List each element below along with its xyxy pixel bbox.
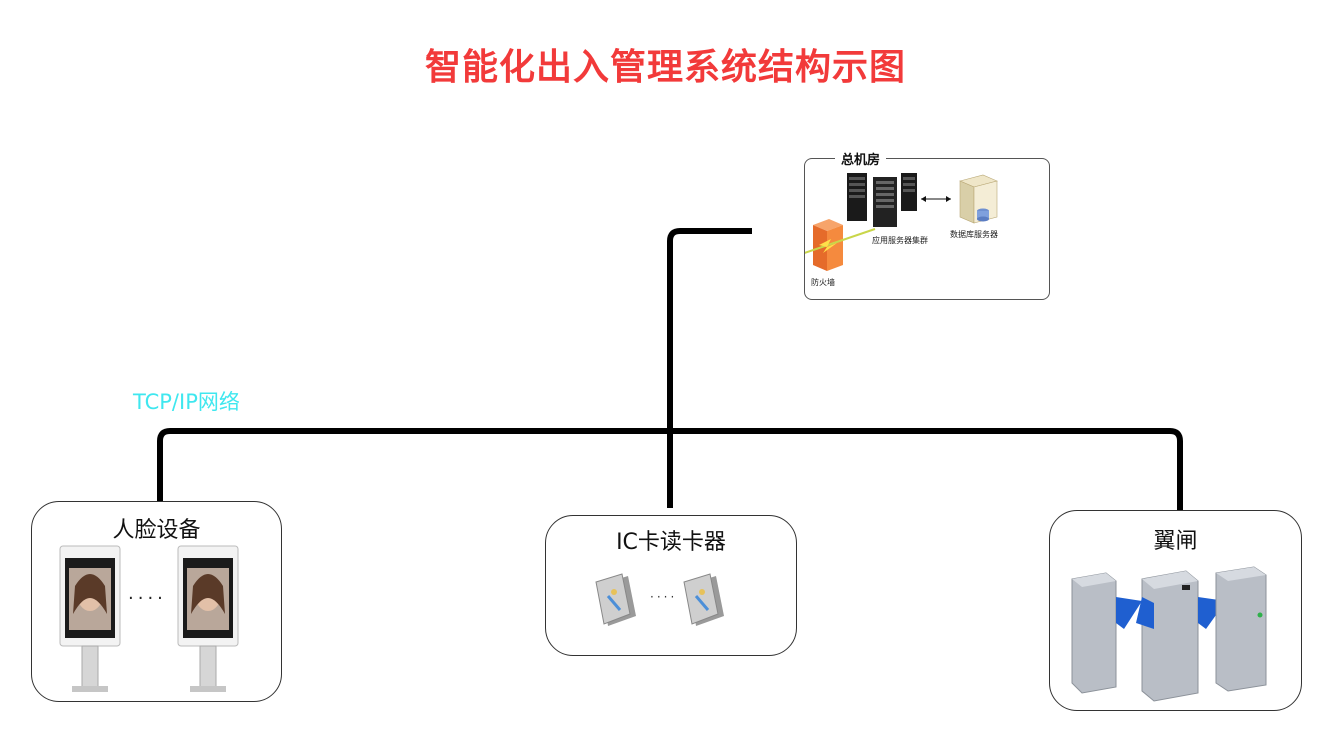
flap-gates-illustration xyxy=(1071,566,1267,702)
server-room-title: 总机房 xyxy=(835,149,887,168)
firewall-label: 防火墙 xyxy=(811,278,835,287)
network-label: TCP/IP网络 xyxy=(133,390,240,414)
flap-gate-icon xyxy=(1136,570,1226,702)
flap-gate-icon xyxy=(1071,572,1142,694)
flap-gate-icon xyxy=(1215,566,1267,692)
ic-reader-separator: ···· xyxy=(650,590,678,604)
diagram-title: 智能化出入管理系统结构示图 xyxy=(424,47,906,88)
face-terminal-icon xyxy=(59,545,121,692)
app-server-cluster-icon xyxy=(847,173,917,227)
ic-readers-illustration xyxy=(595,573,724,626)
gate-label: 翼闸 xyxy=(1153,529,1198,554)
face-device-box: 人脸设备 ···· xyxy=(31,501,282,702)
ic-reader-label: IC卡读卡器 xyxy=(616,530,726,555)
server-room-illustration xyxy=(805,173,998,271)
database-server-icon xyxy=(959,174,998,224)
db-server-label: 数据库服务器 xyxy=(950,230,998,239)
ic-reader-box: IC卡读卡器 ···· xyxy=(545,515,797,656)
app-cluster-label: 应用服务器集群 xyxy=(872,236,928,245)
face-terminal-icon xyxy=(177,545,239,692)
card-reader-icon xyxy=(595,573,636,626)
face-terminals-illustration xyxy=(59,545,239,692)
backbone-to-server-wire xyxy=(667,228,752,508)
network-bus-wire xyxy=(157,428,1183,512)
firewall-icon xyxy=(805,219,876,271)
gate-box: 翼闸 xyxy=(1049,510,1302,711)
card-reader-icon xyxy=(683,573,724,626)
face-device-separator: ···· xyxy=(128,588,167,609)
double-arrow-icon xyxy=(921,196,951,202)
face-device-label: 人脸设备 xyxy=(112,518,201,543)
server-room-panel: 总机房 xyxy=(804,149,1050,300)
